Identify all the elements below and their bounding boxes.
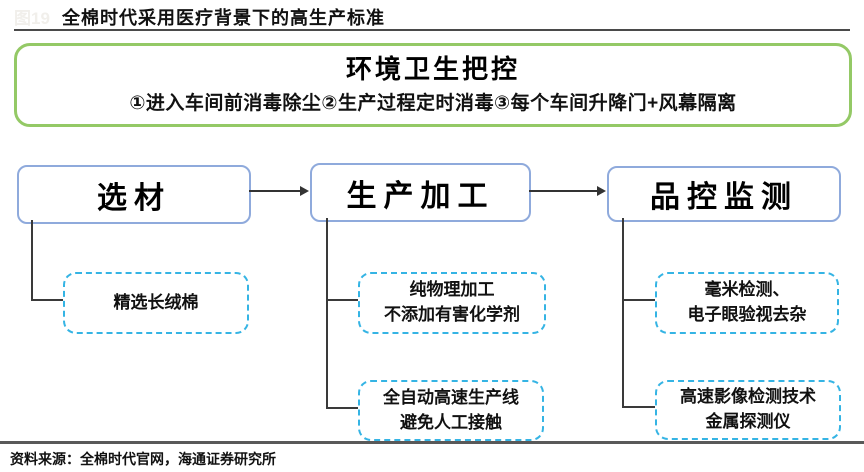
figure-number-watermark: 图19 — [14, 9, 50, 28]
stage-box-material-selection: 选材 — [17, 165, 251, 224]
note-line: 不添加有害化学剂 — [384, 305, 520, 324]
note-box-automated-line: 全自动高速生产线 避免人工接触 — [358, 380, 544, 441]
arrow-line-1 — [249, 190, 301, 192]
note-line: 电子眼验视去杂 — [687, 305, 807, 324]
footer-divider — [0, 441, 864, 444]
env-hygiene-detail: ①进入车间前消毒除尘②生产过程定时消毒③每个车间升降门+风幕隔离 — [129, 92, 737, 114]
stage-box-production: 生产加工 — [310, 163, 531, 222]
connector-horizontal-stage3b — [622, 406, 656, 408]
source-citation: 资料来源：全棉时代官网，海通证券研究所 — [10, 451, 276, 467]
connector-vertical-stage1 — [31, 220, 33, 301]
connector-vertical-stage2 — [326, 218, 328, 409]
note-box-selected-cotton: 精选长绒棉 — [63, 272, 249, 334]
connector-horizontal-stage1 — [31, 299, 64, 301]
connector-vertical-stage3 — [622, 218, 624, 408]
env-hygiene-box: 环境卫生把控 ①进入车间前消毒除尘②生产过程定时消毒③每个车间升降门+风幕隔离 — [14, 43, 852, 127]
arrow-head-icon — [597, 186, 606, 196]
note-line: 纯物理加工 — [409, 280, 495, 300]
connector-horizontal-stage2a — [326, 299, 359, 301]
arrow-head-icon — [300, 186, 309, 196]
note-box-imaging-detection: 高速影像检测技术 金属探测仪 — [655, 380, 841, 440]
note-line: 毫米检测、 — [704, 280, 790, 300]
note-box-mm-detection: 毫米检测、 电子眼验视去杂 — [655, 272, 839, 334]
arrow-line-2 — [529, 190, 598, 192]
note-line: 高速影像检测技术 — [680, 387, 816, 407]
stage-box-quality-control: 品控监测 — [607, 166, 841, 222]
note-line: 金属探测仪 — [705, 412, 791, 431]
note-line: 避免人工接触 — [400, 412, 502, 432]
note-box-physical-processing: 纯物理加工 不添加有害化学剂 — [358, 272, 546, 334]
env-hygiene-title: 环境卫生把控 — [345, 54, 520, 85]
note-line: 精选长绒棉 — [113, 292, 199, 312]
connector-horizontal-stage2b — [326, 407, 359, 409]
note-line: 全自动高速生产线 — [383, 387, 519, 407]
connector-horizontal-stage3a — [622, 299, 656, 301]
page-title: 全棉时代采用医疗背景下的高生产标准 — [62, 8, 385, 28]
title-underline — [14, 29, 850, 31]
